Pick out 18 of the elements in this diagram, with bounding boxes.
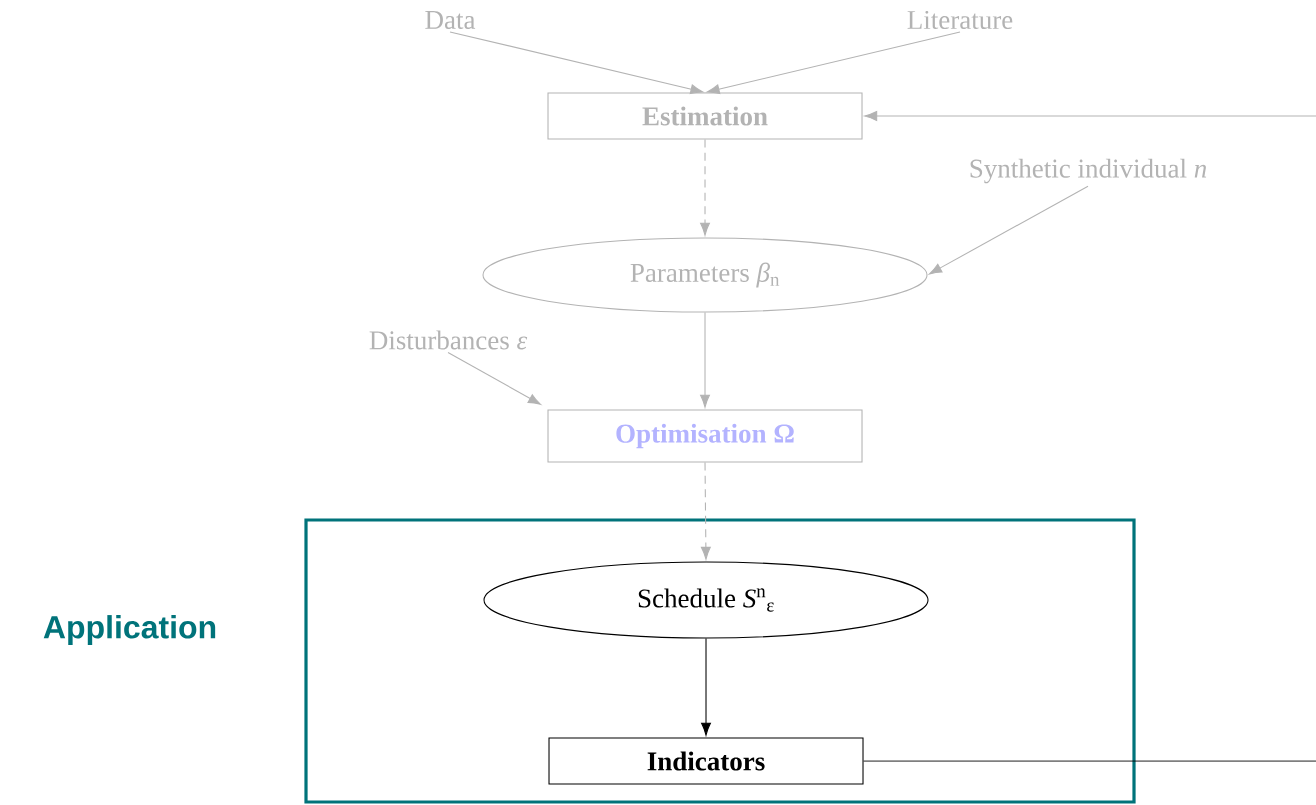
arrow xyxy=(701,638,711,736)
arrow xyxy=(449,31,704,95)
section-heading: Application xyxy=(43,615,216,645)
input-label: Literature xyxy=(907,10,1013,30)
process-box: Optimisation Ω xyxy=(547,409,863,463)
arrow xyxy=(929,185,1089,275)
process-box: Indicators xyxy=(548,737,864,785)
application-frame xyxy=(304,518,1136,804)
arrow xyxy=(700,462,711,560)
arrow xyxy=(700,139,710,236)
process-box: Estimation xyxy=(547,92,863,140)
arrow xyxy=(700,312,710,408)
arrow xyxy=(864,111,1316,121)
input-label: Data xyxy=(425,11,476,29)
input-label: Synthetic individual n xyxy=(970,158,1207,184)
arrow xyxy=(447,351,542,405)
arrow xyxy=(706,31,961,95)
input-label: Disturbances ε xyxy=(369,330,528,350)
